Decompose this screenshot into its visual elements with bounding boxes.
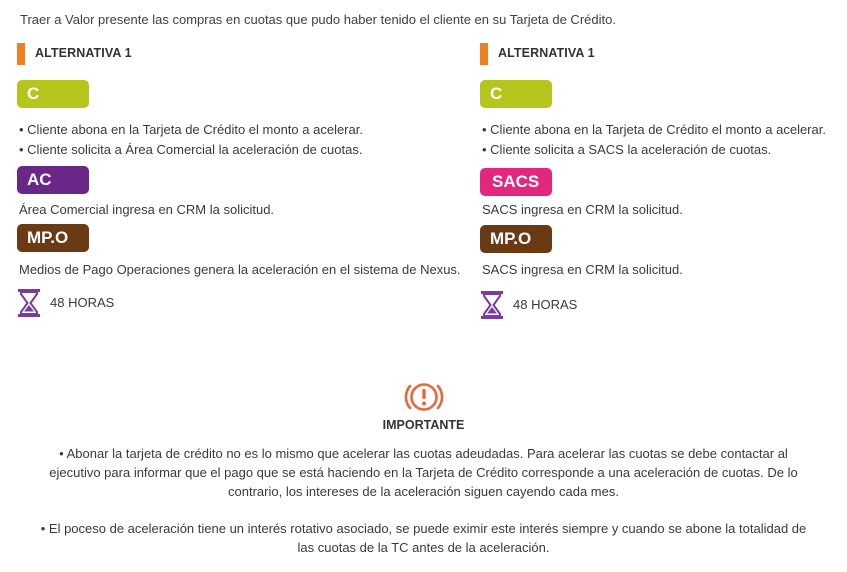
accent-bar bbox=[17, 43, 25, 65]
bullet-client-requests: • Cliente solicita a Área Comercial la a… bbox=[19, 142, 363, 157]
alternative-title: ALTERNATIVA 1 bbox=[35, 46, 132, 60]
alternative-header: ALTERNATIVA 1 bbox=[480, 42, 847, 66]
hourglass-icon bbox=[18, 289, 40, 317]
badge-ac: AC bbox=[17, 166, 89, 194]
alternative-column-left: ALTERNATIVA 1 C • Cliente abona en la Ta… bbox=[17, 42, 461, 317]
bullet-client-pays: • Cliente abona en la Tarjeta de Crédito… bbox=[482, 122, 826, 137]
step-text-mpo: Medios de Pago Operaciones genera la ace… bbox=[19, 262, 461, 277]
important-title: IMPORTANTE bbox=[382, 418, 465, 432]
paragraph-line: • Abonar la tarjeta de crédito no es lo … bbox=[59, 446, 788, 461]
badge-sacs: SACS bbox=[480, 168, 552, 196]
warning-icon bbox=[404, 383, 443, 411]
alternative-column-right: ALTERNATIVA 1 C • Cliente abona en la Ta… bbox=[480, 42, 847, 319]
duration-label: 48 HORAS bbox=[50, 295, 115, 310]
badge-mpo: MP.O bbox=[17, 224, 89, 252]
important-paragraph-2: • El poceso de aceleración tiene un inte… bbox=[30, 519, 817, 557]
paragraph-line: las cuotas de la TC antes de la acelerac… bbox=[297, 540, 550, 555]
bullet-client-pays: • Cliente abona en la Tarjeta de Crédito… bbox=[19, 122, 363, 137]
step-text-sacs: SACS ingresa en CRM la solicitud. bbox=[482, 202, 683, 217]
badge-mpo: MP.O bbox=[480, 225, 552, 253]
paragraph-line: • El poceso de aceleración tiene un inte… bbox=[40, 521, 807, 536]
important-section: IMPORTANTE bbox=[0, 378, 847, 432]
important-paragraph-1: • Abonar la tarjeta de crédito no es lo … bbox=[30, 444, 817, 501]
alternative-title: ALTERNATIVA 1 bbox=[498, 46, 595, 60]
step-text-mpo: SACS ingresa en CRM la solicitud. bbox=[482, 262, 683, 277]
hourglass-icon bbox=[481, 291, 503, 319]
intro-text: Traer a Valor presente las compras en cu… bbox=[20, 12, 616, 27]
alternative-header: ALTERNATIVA 1 bbox=[17, 42, 437, 66]
step-text-ac: Área Comercial ingresa en CRM la solicit… bbox=[19, 202, 275, 217]
paragraph-line: ejecutivo para informar que el pago que … bbox=[49, 465, 798, 480]
paragraph-line: contrario, los intereses de la aceleraci… bbox=[228, 484, 619, 499]
badge-c: C bbox=[17, 80, 89, 108]
duration-label: 48 HORAS bbox=[513, 297, 578, 312]
badge-c: C bbox=[480, 80, 552, 108]
bullet-client-requests: • Cliente solicita a SACS la aceleración… bbox=[482, 142, 772, 157]
accent-bar bbox=[480, 43, 488, 65]
